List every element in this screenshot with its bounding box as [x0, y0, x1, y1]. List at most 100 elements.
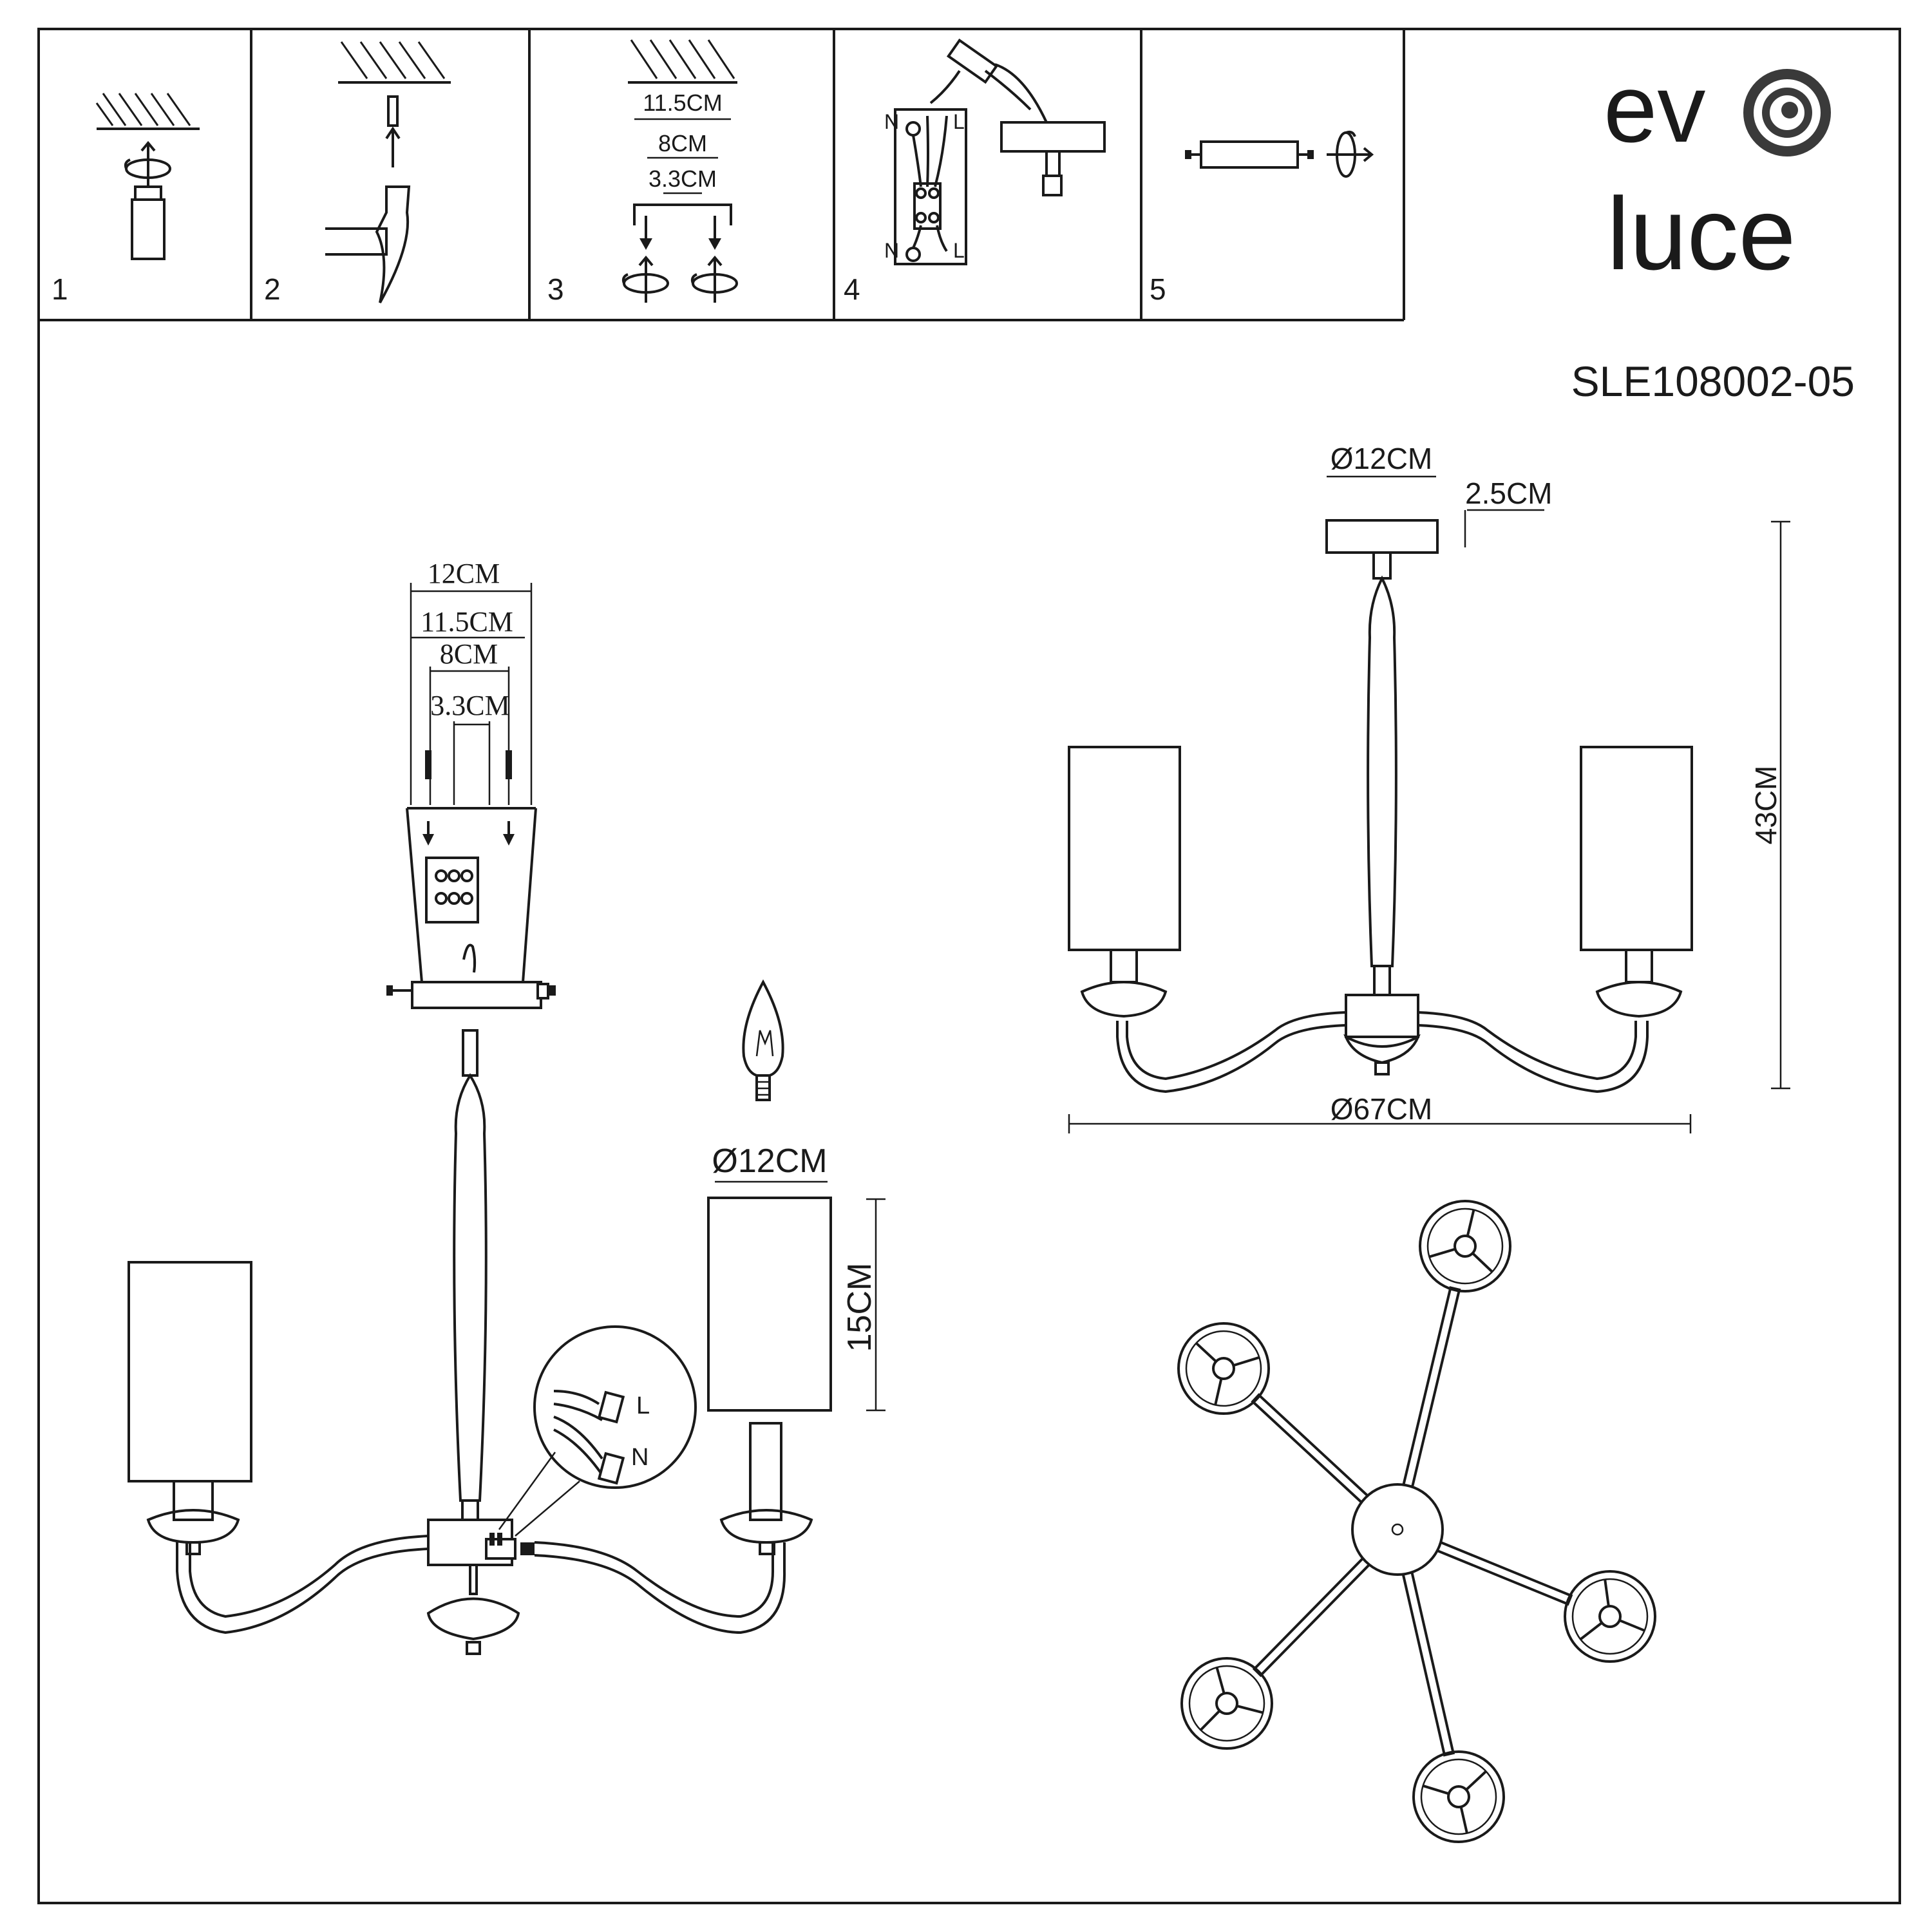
top-shade-4 — [1180, 1657, 1273, 1750]
top-shade-spoke — [1199, 1710, 1221, 1731]
mount-dim-8: 8CM — [440, 638, 498, 670]
step3-dim-11-5: 11.5CM — [643, 90, 722, 116]
top-center-hub — [1351, 1483, 1444, 1576]
rotate-icon — [1325, 130, 1373, 178]
top-arm-5 — [1400, 1566, 1455, 1757]
step2-illustration — [325, 41, 451, 303]
ceiling-hatch-icon — [338, 41, 451, 84]
top-shade-spoke — [1195, 1342, 1217, 1363]
brand-line1: ev — [1604, 54, 1705, 162]
step4-terminal-n-top: N — [884, 110, 899, 133]
mount-detail: 12CM 11.5CM 8CM 3.3CM — [386, 558, 556, 1009]
mount-dim-12: 12CM — [428, 558, 500, 589]
side-hub — [1345, 994, 1419, 1038]
top-shade-hub-5 — [1447, 1785, 1470, 1808]
rotate-icon — [690, 256, 738, 304]
step3-illustration: 11.5CM 8CM 3.3CM — [621, 39, 738, 304]
top-shade-spoke — [1233, 1356, 1260, 1367]
step4-terminal-n-bottom: N — [884, 239, 899, 262]
mount-dim-11-5: 11.5CM — [421, 606, 513, 638]
top-shade-inner-5 — [1420, 1758, 1497, 1835]
shade-height-label: 15CM — [841, 1263, 878, 1352]
top-shade-spoke — [1472, 1252, 1493, 1273]
top-shade-spoke — [1466, 1209, 1475, 1236]
top-shade-inner-1 — [1426, 1208, 1504, 1285]
top-arm-4 — [1252, 1553, 1375, 1678]
top-shade-5 — [1412, 1750, 1505, 1843]
mount-plate — [411, 981, 542, 1009]
canopy — [1325, 519, 1439, 554]
ceiling-hatch-icon — [628, 39, 737, 84]
left-shade — [128, 1261, 252, 1482]
step-number-4: 4 — [844, 272, 860, 306]
step1-illustration — [95, 93, 200, 260]
step5-illustration — [1185, 130, 1373, 178]
step-number-1: 1 — [52, 272, 68, 306]
step-strip — [39, 29, 1405, 321]
top-shade-hub-1 — [1454, 1235, 1477, 1258]
top-shade-hub-2 — [1212, 1357, 1235, 1380]
right-shade — [707, 1197, 832, 1412]
exploded-fixture — [176, 1029, 786, 1655]
ceiling-hatch-icon — [95, 93, 200, 130]
terminal-block — [894, 108, 967, 265]
top-shade-spoke — [1428, 1247, 1456, 1258]
hammer-icon — [325, 185, 411, 303]
canopy-diameter-label: Ø12CM — [1331, 442, 1432, 475]
brand-logo: ev luce — [1604, 54, 1831, 291]
top-shade-spoke — [1459, 1806, 1468, 1833]
top-shade-inner-2 — [1185, 1330, 1262, 1407]
side-right-shade — [1580, 746, 1693, 951]
shade-diameter-label: Ø12CM — [712, 1142, 827, 1180]
brand-line2: luce — [1607, 176, 1796, 291]
left-lamp — [128, 1261, 252, 1555]
top-shade-spoke — [1215, 1667, 1226, 1694]
top-shade-spoke — [1579, 1622, 1603, 1641]
wire-label-l: L — [636, 1392, 650, 1419]
total-height-label: 43CM — [1749, 766, 1783, 845]
wire-label-n: N — [631, 1444, 649, 1471]
top-shade-spoke — [1604, 1579, 1610, 1607]
canopy-height-label: 2.5CM — [1465, 477, 1552, 510]
top-arm-2 — [1251, 1393, 1374, 1508]
step-number-2: 2 — [264, 272, 281, 306]
top-shade-inner-3 — [1571, 1578, 1649, 1655]
top-shade-inner-4 — [1188, 1665, 1265, 1742]
top-shade-hub-3 — [1598, 1605, 1622, 1628]
top-shade-spoke — [1236, 1705, 1264, 1714]
wire-detail: L N — [498, 1325, 697, 1537]
step4-terminal-l-bottom: L — [953, 239, 965, 262]
rotate-icon — [124, 142, 171, 189]
top-arm-1 — [1401, 1286, 1461, 1493]
top-view — [1177, 1200, 1656, 1843]
terminal-block-icon — [425, 857, 479, 923]
step3-dim-3-3: 3.3CM — [649, 166, 717, 192]
mount-dim-3-3: 3.3CM — [430, 690, 509, 721]
step4-terminal-l-top: L — [953, 110, 965, 133]
top-shade-3 — [1564, 1570, 1656, 1663]
rotate-icon — [621, 256, 669, 304]
side-left-shade — [1068, 746, 1181, 951]
top-arm-3 — [1431, 1539, 1573, 1606]
side-elevation: Ø12CM 2.5CM 43CM Ø67CM — [1068, 442, 1790, 1133]
step-number-5: 5 — [1150, 272, 1166, 306]
connector-icon — [929, 38, 1048, 123]
top-shade-spoke — [1422, 1785, 1450, 1795]
model-code: SLE108002-05 — [1571, 357, 1855, 405]
top-shade-spoke — [1465, 1770, 1487, 1791]
top-shade-spoke — [1214, 1378, 1223, 1406]
span-label: Ø67CM — [1331, 1092, 1432, 1126]
top-center-hole — [1391, 1523, 1404, 1536]
step3-dim-8: 8CM — [658, 130, 707, 156]
top-shade-hub-4 — [1215, 1692, 1238, 1715]
step4-illustration: N L N L — [884, 38, 1106, 265]
bulb-icon — [742, 979, 784, 1101]
right-lamp — [707, 1197, 832, 1555]
top-shade-spoke — [1619, 1619, 1645, 1632]
outer-frame — [37, 28, 1901, 1904]
top-shade-1 — [1419, 1200, 1511, 1293]
top-shade-2 — [1177, 1322, 1270, 1415]
mounting-bar — [1200, 140, 1299, 169]
spiral-o-logo-icon — [1743, 69, 1831, 156]
